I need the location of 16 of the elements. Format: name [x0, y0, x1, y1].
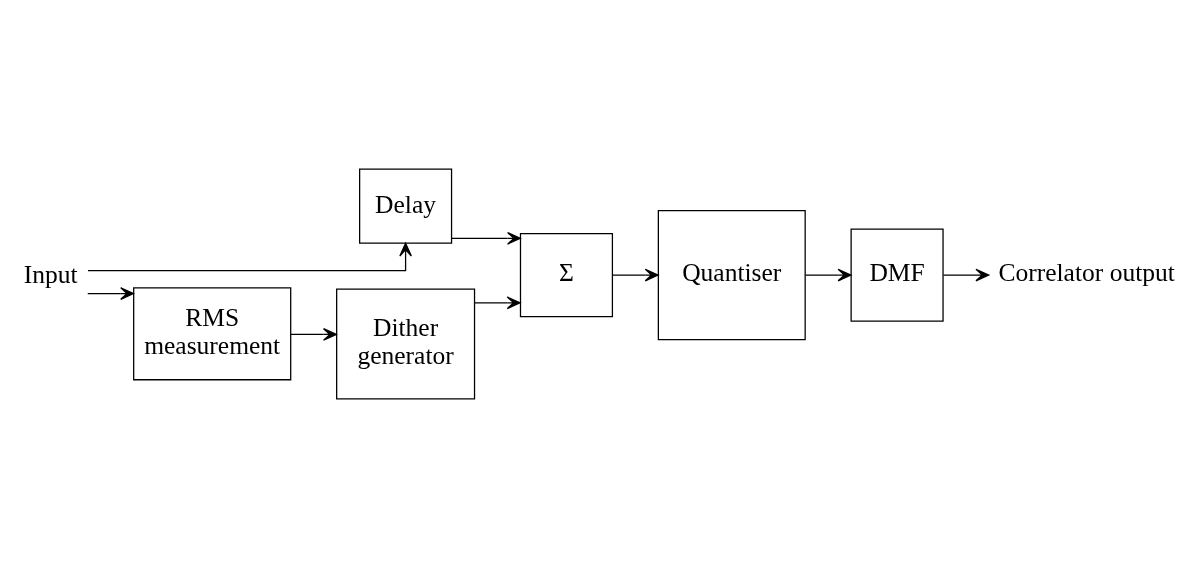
arrow: [451, 232, 521, 245]
node-text: Correlator output: [998, 258, 1175, 288]
node-box: DMF: [850, 228, 944, 322]
arrow: [290, 328, 337, 341]
node-box: Σ: [519, 232, 614, 318]
arrow: [804, 268, 852, 282]
arrow: [87, 287, 135, 300]
node-box: Delay: [359, 168, 453, 244]
node-box: RMS measurement: [133, 287, 292, 381]
arrow: [942, 268, 990, 282]
node-text: Input: [23, 259, 78, 289]
arrow: [611, 268, 659, 282]
arrow: [474, 296, 521, 310]
node-box: Quantiser: [657, 209, 806, 341]
node-box: Dither generator: [336, 288, 476, 400]
arrow: [87, 242, 412, 272]
